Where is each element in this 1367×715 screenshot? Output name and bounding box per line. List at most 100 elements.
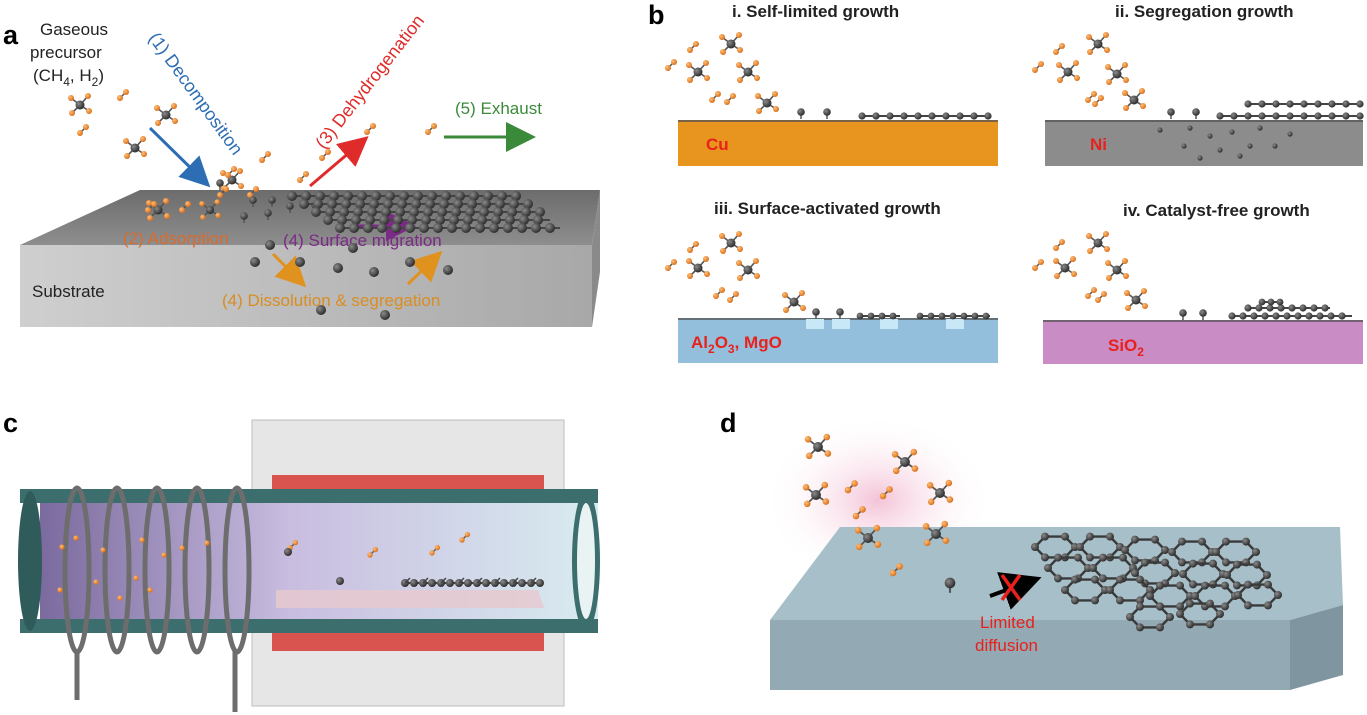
carbon-atom [1060, 263, 1070, 273]
hydrogen-atom [253, 186, 259, 192]
ni-label: Ni [1090, 135, 1107, 154]
methane-molecule [154, 103, 178, 126]
carbon-atom [1176, 581, 1184, 590]
carbon-atom [395, 207, 405, 217]
hydrogen-atom [123, 89, 129, 95]
carbon-atom [1131, 556, 1139, 565]
carbon-atom [1187, 125, 1193, 131]
hydrogen-atom [161, 552, 167, 558]
b-title-segregation: ii. Segregation growth [1115, 2, 1294, 21]
sio2-label: SiO2 [1108, 336, 1144, 359]
hydrogen-atom [1092, 101, 1098, 107]
carbon-atom [797, 108, 805, 116]
hexagon-ring [1126, 602, 1174, 632]
hydrogen-atom [736, 260, 742, 266]
carbon-atom [1106, 532, 1114, 541]
carbon-atom [493, 207, 503, 217]
hydrogen-atom [873, 524, 881, 532]
hydrogen-atom [1032, 265, 1038, 271]
hydrogen-atom [874, 541, 882, 548]
methane-molecule [199, 199, 221, 220]
carbon-atom [1242, 537, 1250, 546]
hydrogen-atom [727, 297, 733, 303]
hydrogen-atom [737, 77, 743, 83]
carbon-atom [856, 312, 864, 320]
hydrogen-atom [704, 271, 710, 277]
hydrogen-atom [753, 258, 759, 264]
methane-molecule [1105, 258, 1129, 281]
hydrogen-molecule [117, 89, 129, 101]
carbon-atom [381, 207, 391, 217]
methane-molecule [926, 479, 954, 506]
hydrogen-atom [945, 479, 953, 487]
b-title-surface-activated: iii. Surface-activated growth [714, 199, 941, 218]
carbon-atom [455, 191, 465, 201]
carbon-atom [1178, 558, 1186, 567]
carbon-atom [336, 577, 344, 585]
carbon-atom [1221, 602, 1229, 611]
carbon-atom [1054, 574, 1062, 583]
hydrogen-atom [172, 118, 178, 124]
hydrogen-molecule [1053, 43, 1065, 55]
hexagon-ring [1061, 575, 1109, 605]
carbon-atom [333, 263, 343, 273]
hydrogen-atom [1059, 43, 1065, 49]
carbon-atom [1221, 581, 1229, 590]
panel-b-molecules [665, 32, 1364, 320]
carbon-atom [1237, 153, 1243, 159]
carbon-atom [1212, 548, 1220, 556]
carbon-atom [1272, 112, 1280, 120]
carbon-atom [369, 199, 379, 209]
carbon-atom [1257, 125, 1263, 131]
carbon-atom [1181, 143, 1187, 149]
hydrogen-atom [946, 496, 954, 503]
carbon-atom [823, 108, 831, 116]
carbon-atom [479, 207, 489, 217]
hydrogen-atom [154, 105, 160, 111]
hydrogen-atom [117, 595, 123, 601]
hydrogen-atom [720, 49, 726, 55]
carbon-atom [339, 207, 349, 217]
heater-bottom [272, 631, 544, 651]
methane-molecule [123, 136, 147, 159]
carbon-atom [449, 215, 459, 225]
carbon-atom [348, 243, 358, 253]
adsorbed-carbon [797, 108, 805, 119]
hydrogen-atom [1071, 271, 1077, 277]
carbon-atom [1166, 613, 1174, 621]
hydrogen-molecule [217, 186, 229, 198]
carbon-atom [938, 312, 946, 320]
hydrogen-molecule [179, 201, 191, 213]
carbon-atom [1216, 610, 1224, 618]
carbon-atom [397, 199, 407, 209]
carbon-atom [377, 223, 387, 233]
step2-adsorption: (2) Adsorption [123, 229, 229, 248]
hydrogen-atom [1140, 103, 1146, 109]
adsorbed-carbon [1179, 309, 1187, 320]
carbon-atom [130, 143, 140, 153]
carbon-atom [1136, 575, 1144, 584]
carbon-atom [1156, 581, 1164, 590]
carbon-atom [1299, 304, 1307, 312]
carbon-atom [1176, 602, 1184, 611]
hydrogen-atom [737, 47, 743, 53]
graphene-layer [335, 223, 560, 233]
hydrogen-atom [292, 539, 299, 546]
hydrogen-atom [1085, 97, 1091, 103]
carbon-atom [1156, 602, 1164, 611]
carbon-atom [1230, 112, 1238, 120]
carbon-atom [1234, 591, 1242, 599]
carbon-atom [483, 191, 493, 201]
hydrogen-atom [140, 136, 146, 142]
hydrogen-atom [713, 293, 719, 299]
carbon-atom [1261, 312, 1269, 320]
hydrogen-atom [297, 177, 303, 183]
hydrogen-molecule [889, 563, 903, 577]
hydrogen-atom [693, 241, 699, 247]
carbon-atom [264, 209, 272, 217]
hydrogen-molecule [259, 151, 271, 163]
carbon-atom [1263, 571, 1271, 579]
carbon-atom [379, 215, 389, 225]
carbon-atom [1186, 620, 1194, 629]
carbon-atom [1209, 580, 1217, 589]
